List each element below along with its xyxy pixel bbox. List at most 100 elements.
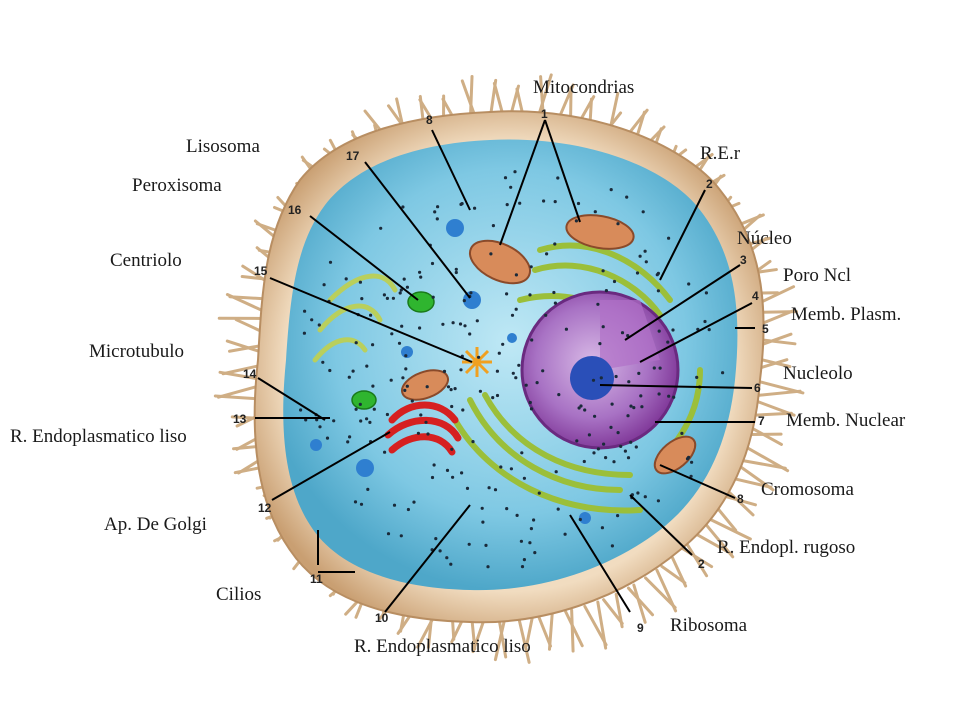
ribosome-dot bbox=[451, 476, 454, 479]
ribosome-dot bbox=[554, 200, 557, 203]
num-13: 13 bbox=[233, 412, 247, 426]
ribosome-dot bbox=[366, 488, 369, 491]
ribosome-dot bbox=[521, 565, 524, 568]
ribosome-dot bbox=[583, 408, 586, 411]
ribosome-dot bbox=[557, 393, 560, 396]
ribosome-dot bbox=[602, 269, 605, 272]
ribosome-dot bbox=[345, 277, 348, 280]
ribosome-dot bbox=[528, 541, 531, 544]
ribosome-dot bbox=[645, 260, 648, 263]
ribosome-dot bbox=[418, 271, 421, 274]
ribosome-dot bbox=[515, 273, 518, 276]
ribosome-dot bbox=[629, 441, 632, 444]
label-r-endo-liso-bottom: R. Endoplasmatico liso bbox=[354, 637, 531, 656]
ribosome-dot bbox=[419, 413, 422, 416]
ribosome-dot bbox=[450, 388, 453, 391]
ribosome-dot bbox=[383, 293, 386, 296]
label-poro-ncl: Poro Ncl bbox=[783, 266, 851, 285]
ribosome-dot bbox=[468, 332, 471, 335]
ribosome-dot bbox=[360, 297, 363, 300]
label-centriolo: Centriolo bbox=[110, 251, 182, 270]
ribosome-dot bbox=[518, 202, 521, 205]
ribosome-dot bbox=[328, 369, 331, 372]
ribosome-dot bbox=[498, 352, 501, 355]
ribosome-dot bbox=[557, 508, 560, 511]
label-microtubulo: Microtubulo bbox=[89, 342, 184, 361]
ribosome-dot bbox=[473, 207, 476, 210]
ribosome-dot bbox=[326, 437, 329, 440]
ribosome-dot bbox=[695, 376, 698, 379]
cilium bbox=[236, 320, 262, 332]
ribosome-dot bbox=[346, 440, 349, 443]
ribosome-dot bbox=[687, 456, 690, 459]
ribosome-dot bbox=[477, 356, 480, 359]
ribosome-dot bbox=[439, 549, 442, 552]
ribosome-dot bbox=[721, 371, 724, 374]
num-2-top: 2 bbox=[706, 177, 713, 191]
ribosome-dot bbox=[355, 408, 358, 411]
num-11: 11 bbox=[310, 572, 323, 586]
ribosome-dot bbox=[426, 385, 429, 388]
ribosome-dot bbox=[658, 330, 661, 333]
ribosome-dot bbox=[310, 318, 313, 321]
ribosome-dot bbox=[517, 364, 520, 367]
ribosome-dot bbox=[400, 534, 403, 537]
ribosome-dot bbox=[463, 324, 466, 327]
ribosome-dot bbox=[624, 450, 627, 453]
ribosome-dot bbox=[690, 461, 693, 464]
num-14: 14 bbox=[243, 367, 257, 381]
ribosome-dot bbox=[616, 514, 619, 517]
ribosome-dot bbox=[419, 276, 422, 279]
ribosome-dot bbox=[484, 544, 487, 547]
ribosome-dot bbox=[637, 372, 640, 375]
ribosome-dot bbox=[398, 342, 401, 345]
ribosome-dot bbox=[639, 255, 642, 258]
label-lisosoma: Lisosoma bbox=[186, 137, 260, 156]
ribosome-dot bbox=[579, 404, 582, 407]
ribosome-dot bbox=[481, 521, 484, 524]
num-16: 16 bbox=[288, 203, 302, 217]
ribosome-dot bbox=[616, 222, 619, 225]
ribosome-dot bbox=[627, 380, 630, 383]
ribosome-dot bbox=[359, 281, 362, 284]
label-memb-nuclear: Memb. Nuclear bbox=[786, 411, 905, 430]
label-r-endopl-rugoso: R. Endopl. rugoso bbox=[717, 538, 855, 557]
ribosome-dot bbox=[426, 432, 429, 435]
label-cromosoma: Cromosoma bbox=[761, 480, 854, 499]
label-nucleolo: Nucleolo bbox=[783, 364, 853, 383]
ribosome-dot bbox=[446, 469, 449, 472]
ribosome-dot bbox=[488, 486, 491, 489]
ribosome-dot bbox=[525, 384, 528, 387]
ribosome-dot bbox=[604, 456, 607, 459]
ribosome-dot bbox=[390, 379, 393, 382]
ribosome-dot bbox=[418, 326, 421, 329]
ribosome-dot bbox=[636, 491, 639, 494]
ribosome-dot bbox=[653, 366, 656, 369]
ribosome-dot bbox=[424, 421, 427, 424]
ribosome-dot bbox=[617, 431, 620, 434]
ribosome-dot bbox=[510, 467, 513, 470]
ribosome-dot bbox=[511, 314, 514, 317]
ribosome-dot bbox=[672, 396, 675, 399]
num-1: 1 bbox=[541, 107, 548, 121]
ribosome-dot bbox=[433, 210, 436, 213]
ribosome-dot bbox=[583, 460, 586, 463]
ribosome-dot bbox=[489, 252, 492, 255]
ribosome-dot bbox=[365, 417, 368, 420]
ribosome-dot bbox=[596, 303, 599, 306]
ribosome-dot bbox=[387, 532, 390, 535]
ribosome-dot bbox=[505, 292, 508, 295]
num-8-top: 8 bbox=[426, 113, 433, 127]
ribosome-dot bbox=[575, 219, 578, 222]
ribosome-dot bbox=[659, 367, 662, 370]
ribosome-dot bbox=[705, 291, 708, 294]
ribosome-dot bbox=[593, 415, 596, 418]
ribosome-dot bbox=[632, 406, 635, 409]
ribosome-dot bbox=[431, 476, 434, 479]
num-3: 3 bbox=[740, 253, 747, 267]
ribosome-dot bbox=[625, 196, 628, 199]
ribosome-dot bbox=[501, 343, 504, 346]
ribosome-dot bbox=[703, 320, 706, 323]
ribosome-dot bbox=[579, 518, 582, 521]
num-2-bottom: 2 bbox=[698, 557, 705, 571]
